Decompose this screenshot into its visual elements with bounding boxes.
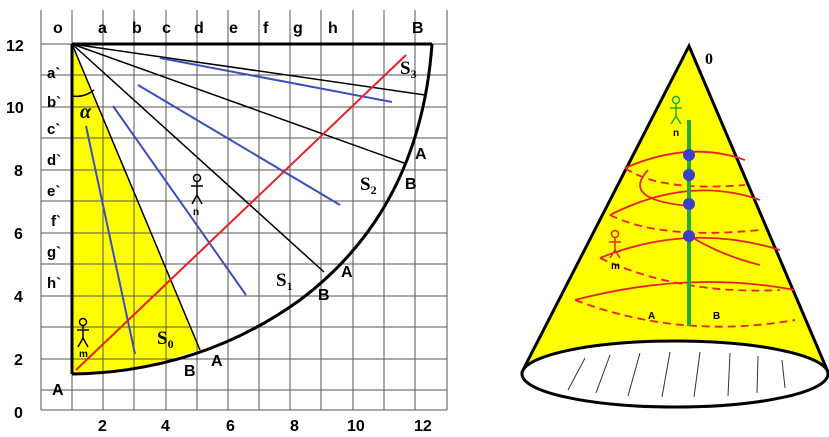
gen-c: c` xyxy=(47,121,60,138)
label-c: c xyxy=(162,20,171,37)
label-o: o xyxy=(53,20,63,37)
person-m-right-label: m xyxy=(611,261,620,272)
x-ticks: 2 4 6 8 10 12 xyxy=(98,418,432,435)
top-labels: o a b c d e f g h B xyxy=(53,20,424,37)
gen-f: f` xyxy=(51,213,61,230)
label-B-cone: B xyxy=(713,311,720,322)
radial-lines xyxy=(71,43,432,351)
x-tick-2: 2 xyxy=(98,418,107,435)
x-tick-4: 4 xyxy=(161,418,170,435)
y-tick-8: 8 xyxy=(14,163,23,180)
x-tick-8: 8 xyxy=(290,418,299,435)
gen-h: h` xyxy=(47,275,61,292)
gen-g: g` xyxy=(47,244,61,261)
intersection-dots xyxy=(683,149,695,242)
person-n-left-icon xyxy=(191,173,203,205)
label-s2: S2 xyxy=(360,174,377,197)
right-diagram: 0 A B n m xyxy=(520,42,829,409)
label-A-s2: A xyxy=(415,146,427,163)
sector-arc xyxy=(71,43,434,376)
label-A-cone: A xyxy=(648,311,655,322)
y-tick-10: 10 xyxy=(6,100,24,117)
base-hatching xyxy=(567,351,786,398)
y-tick-12: 12 xyxy=(6,38,24,55)
y-tick-0: 0 xyxy=(14,405,23,422)
label-s0: S0 xyxy=(157,328,174,351)
label-g: g xyxy=(293,20,303,37)
red-path xyxy=(75,54,407,371)
y-ticks: 12 10 8 6 4 2 0 xyxy=(6,38,24,422)
label-b: b xyxy=(132,20,142,37)
label-s3: S3 xyxy=(400,58,417,81)
point-labels-left: A B A B A B A xyxy=(52,146,427,399)
label-B-s1: B xyxy=(318,287,330,304)
generator-labels: a` b` c` d` e` f` g` h` xyxy=(47,65,61,292)
label-A-s1: A xyxy=(341,264,353,281)
label-B-s0: B xyxy=(184,363,196,380)
person-n-right-icon xyxy=(670,95,682,125)
cone-base xyxy=(520,339,829,409)
label-A-bottom: A xyxy=(52,382,64,399)
label-d: d xyxy=(194,20,204,37)
label-B-s2: B xyxy=(405,176,417,193)
gen-b: b` xyxy=(47,94,61,111)
angle-arc xyxy=(71,89,95,98)
gen-d: d` xyxy=(47,152,61,169)
section-labels: S0 S1 S2 S3 xyxy=(157,58,417,351)
label-s1: S1 xyxy=(276,270,293,293)
gen-a: a` xyxy=(47,65,60,82)
gen-e: e` xyxy=(47,183,60,200)
person-m-left-label: m xyxy=(79,349,88,360)
y-tick-4: 4 xyxy=(14,289,23,306)
label-f: f xyxy=(263,20,269,37)
x-tick-6: 6 xyxy=(226,418,235,435)
x-tick-12: 12 xyxy=(414,418,432,435)
x-tick-10: 10 xyxy=(347,418,365,435)
label-A-s0: A xyxy=(211,353,223,370)
left-diagram: α o a b c d e f g h B 12 10 8 6 4 2 0 2 … xyxy=(6,10,448,435)
person-m-left-icon xyxy=(77,317,89,348)
person-n-right-label: n xyxy=(673,128,679,139)
person-n-left-label: n xyxy=(193,207,199,218)
blue-lines xyxy=(85,57,393,355)
yellow-sector-s0 xyxy=(72,44,200,374)
label-e: e xyxy=(229,20,238,37)
y-tick-6: 6 xyxy=(14,226,23,243)
y-tick-2: 2 xyxy=(14,352,23,369)
apex-label: 0 xyxy=(705,51,713,68)
person-m-right-icon xyxy=(609,229,621,259)
label-B-top: B xyxy=(412,20,424,37)
label-h: h xyxy=(328,20,338,37)
label-a: a xyxy=(98,20,107,37)
angle-label: α xyxy=(80,101,92,123)
